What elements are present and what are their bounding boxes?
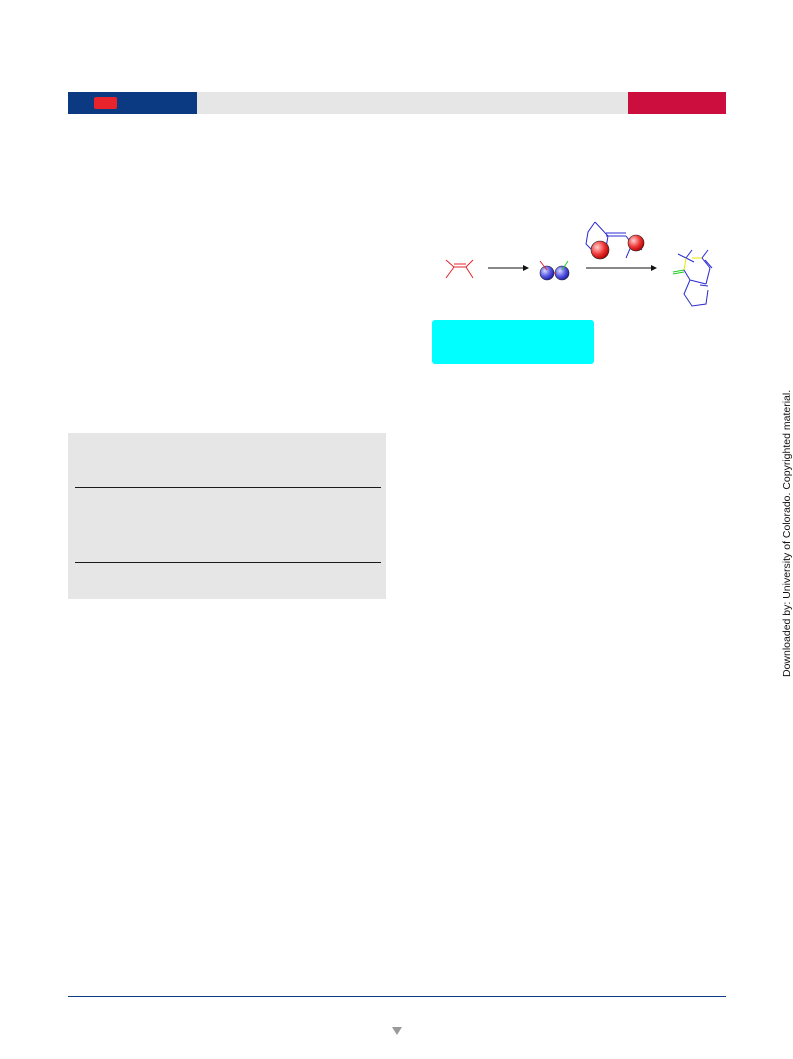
header-badge [94, 97, 117, 109]
side-note-container: Downloaded by: University of Colorado. C… [780, 382, 793, 677]
header-middle-band [197, 92, 628, 114]
table-rule-bottom [75, 562, 381, 563]
diene-reagent [585, 221, 645, 260]
side-note: Downloaded by: University of Colorado. C… [781, 389, 793, 677]
reaction-scheme [445, 221, 713, 307]
scheme-caption-box [432, 320, 594, 364]
footer-rule [68, 996, 726, 997]
intermediate-structure [539, 260, 570, 281]
triangle-down-icon[interactable] [392, 1027, 402, 1035]
header-right-band [628, 92, 726, 114]
header-left-band [68, 92, 197, 114]
product-structure [672, 249, 713, 307]
alkene-structure [445, 259, 474, 279]
table-rule-top [75, 487, 381, 488]
table-box [68, 433, 386, 599]
